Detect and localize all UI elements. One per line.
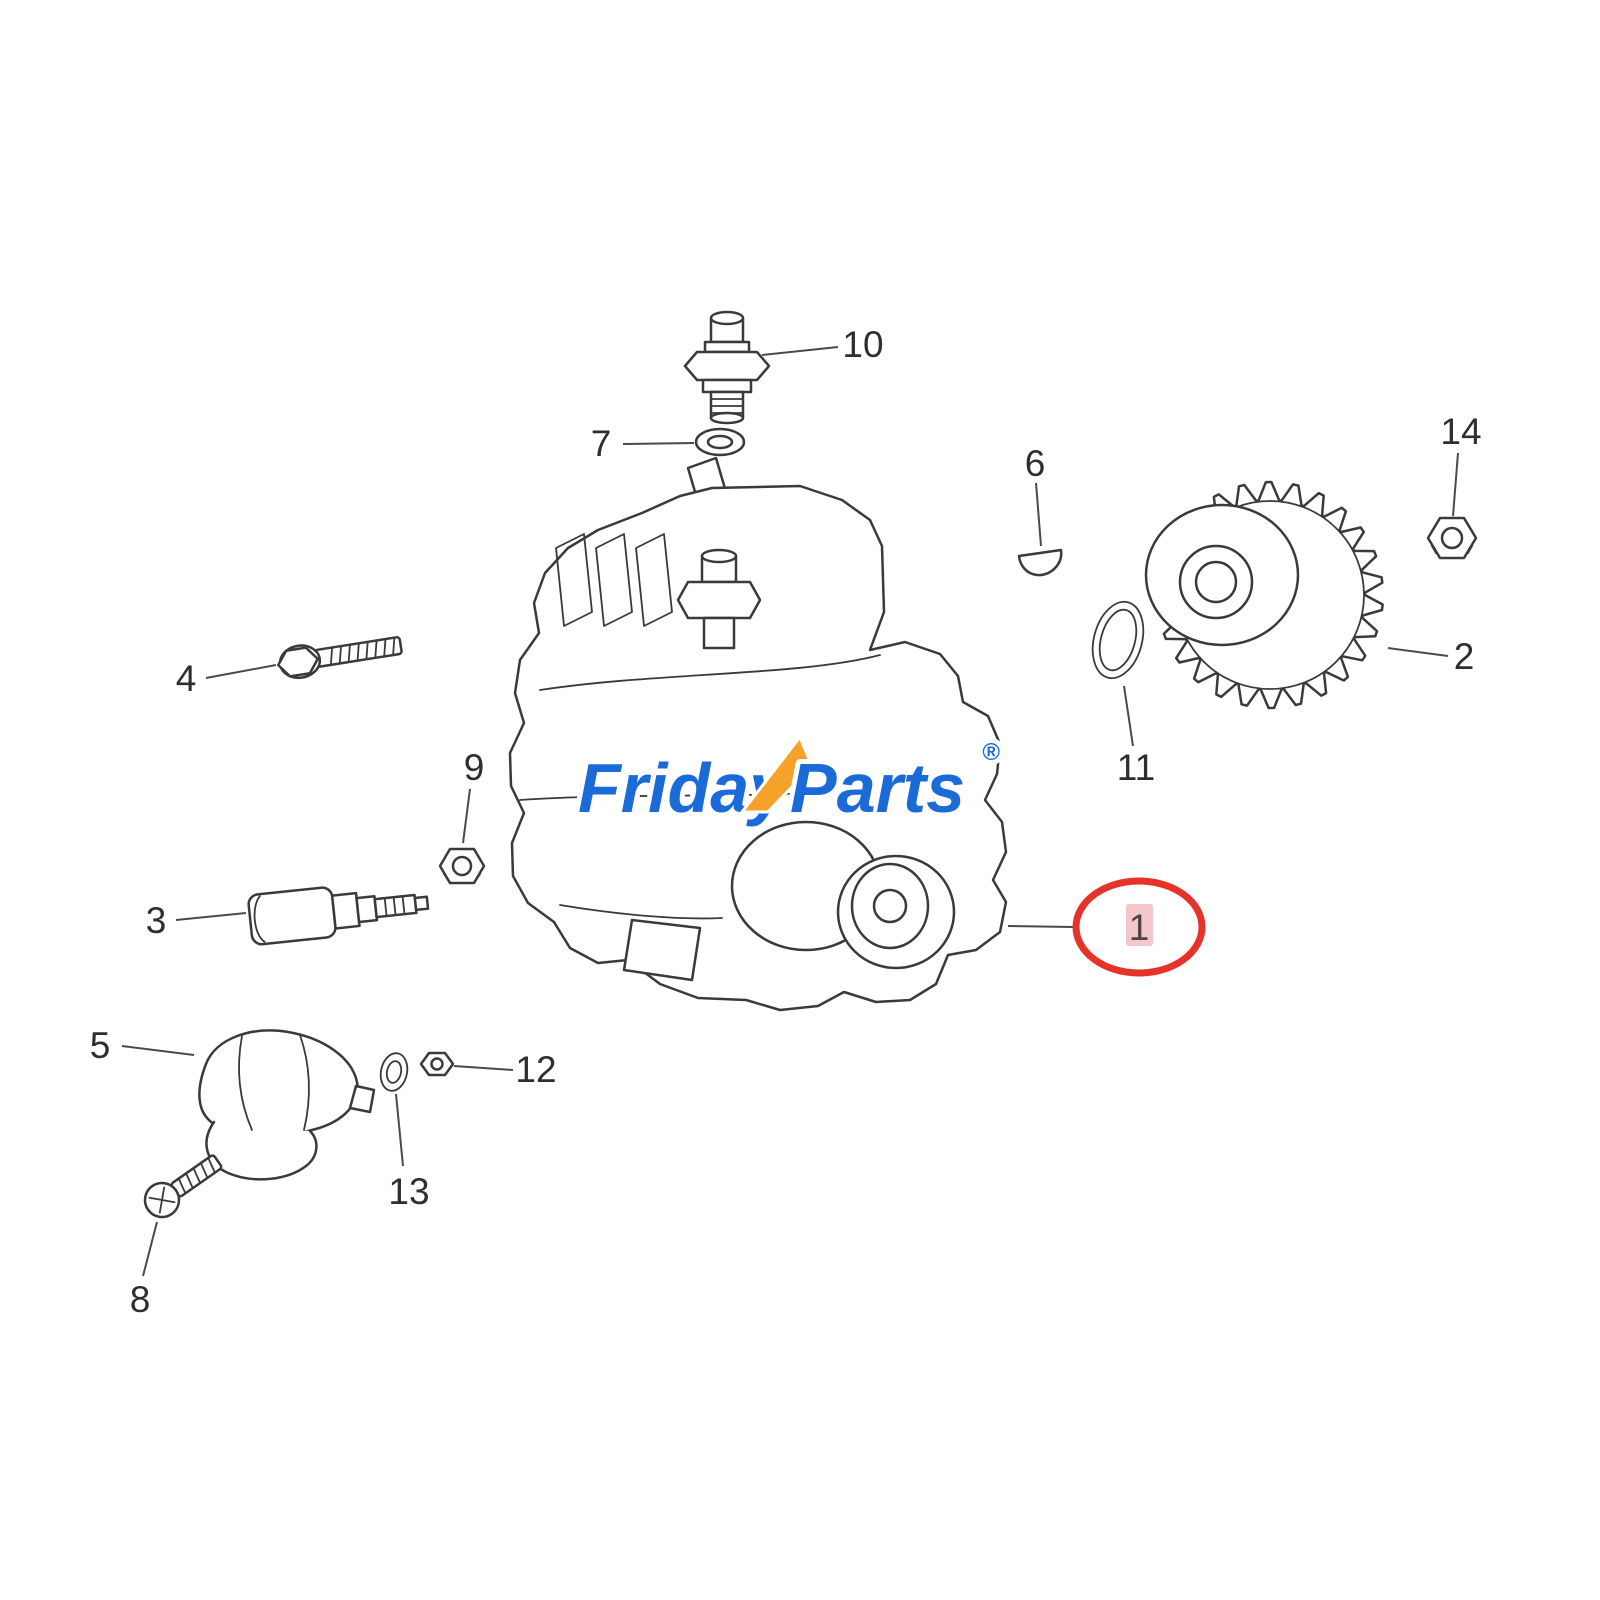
brand-logo: Friday Parts ® bbox=[573, 734, 1005, 832]
callout-7: 7 bbox=[591, 423, 612, 464]
callout-10: 10 bbox=[842, 324, 883, 365]
leader-7 bbox=[622, 442, 695, 445]
leader-4 bbox=[205, 664, 277, 679]
callout-3: 3 bbox=[146, 900, 167, 941]
part-14-nut-drawing bbox=[1426, 516, 1478, 560]
part-5-assembly-drawing bbox=[198, 1029, 376, 1181]
leader-14 bbox=[1452, 452, 1459, 517]
callout-1: 1 bbox=[1129, 907, 1150, 948]
callout-6: 6 bbox=[1025, 443, 1046, 484]
part-3-sensor-drawing bbox=[247, 886, 430, 946]
highlight-ellipse-part-1 bbox=[1072, 877, 1206, 977]
leader-12 bbox=[453, 1065, 514, 1071]
callout-4: 4 bbox=[176, 658, 197, 699]
part-2-gear-drawing bbox=[1144, 480, 1384, 710]
leader-13 bbox=[395, 1093, 404, 1167]
pump-body-drawing bbox=[508, 456, 1008, 1012]
part-7-washer-drawing bbox=[694, 427, 746, 457]
brand-logo-registered-mark: ® bbox=[982, 739, 1000, 766]
leader-8 bbox=[142, 1221, 158, 1277]
leader-11 bbox=[1123, 685, 1134, 747]
callout-9: 9 bbox=[464, 747, 485, 788]
leader-1 bbox=[1007, 925, 1074, 928]
callout-numbers: 2 3 4 5 6 7 8 9 10 11 12 13 14 bbox=[90, 324, 1482, 1320]
leader-9 bbox=[462, 788, 471, 844]
part-12-nut-drawing bbox=[419, 1051, 455, 1077]
leader-3 bbox=[175, 912, 247, 921]
part-6-key-drawing bbox=[1017, 548, 1063, 577]
part-10-fitting-drawing bbox=[683, 310, 771, 425]
leader-5 bbox=[121, 1045, 195, 1056]
leader-lines bbox=[121, 346, 1459, 1277]
brand-logo-word1: Friday bbox=[578, 749, 791, 827]
brand-logo-arrow-icon bbox=[738, 734, 814, 814]
part-11-oring-drawing bbox=[1091, 600, 1145, 680]
callout-11: 11 bbox=[1117, 747, 1155, 788]
brand-logo-word2: Parts bbox=[790, 749, 965, 827]
callout-14: 14 bbox=[1440, 411, 1481, 452]
callout-8: 8 bbox=[130, 1279, 151, 1320]
callout-12: 12 bbox=[515, 1049, 556, 1090]
part-13-washer-drawing bbox=[379, 1052, 409, 1092]
callout-2: 2 bbox=[1454, 636, 1475, 677]
part-9-nut-drawing bbox=[438, 847, 486, 885]
callout-13: 13 bbox=[388, 1171, 429, 1212]
part-8-screw-drawing bbox=[143, 1154, 223, 1219]
leader-10 bbox=[761, 346, 839, 356]
part-4-bolt-drawing bbox=[276, 636, 403, 680]
leader-6 bbox=[1035, 482, 1042, 547]
part-1-highlight: 1 bbox=[1072, 877, 1206, 977]
callout-1-highlight-box bbox=[1126, 904, 1153, 946]
leader-2 bbox=[1387, 647, 1449, 657]
callout-5: 5 bbox=[90, 1025, 111, 1066]
